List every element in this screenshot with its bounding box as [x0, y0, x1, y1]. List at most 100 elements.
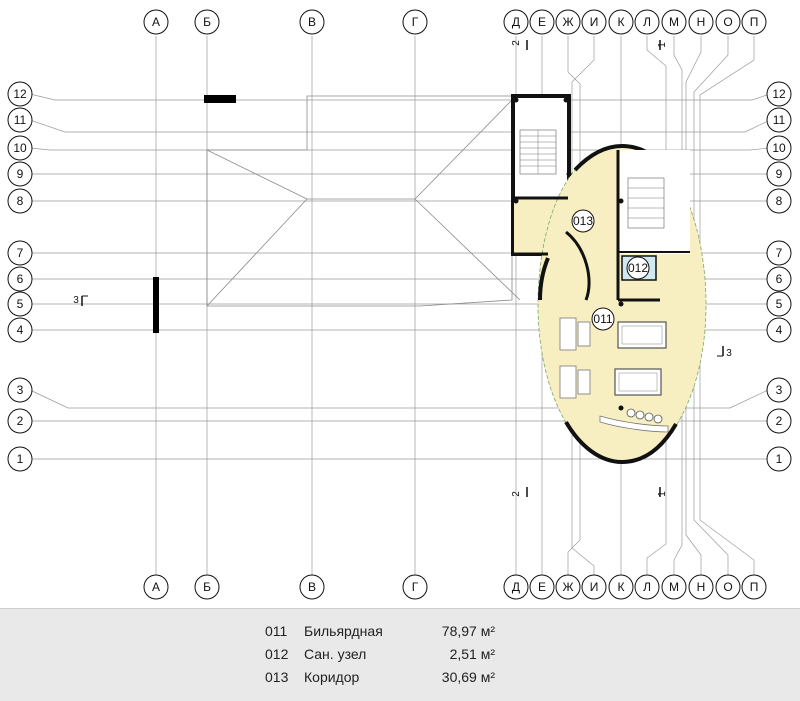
axis-a-top: А — [143, 9, 169, 35]
axis-b-top: Б — [194, 9, 220, 35]
svg-text:А: А — [152, 15, 160, 29]
svg-text:12: 12 — [13, 87, 27, 101]
axis-v-bottom: В — [299, 574, 325, 600]
axis-3-right: 3 — [766, 377, 792, 403]
svg-text:Л: Л — [643, 580, 651, 594]
svg-text:Ж: Ж — [562, 15, 573, 29]
axis-7-left: 7 — [7, 240, 33, 266]
axis-2-right: 2 — [766, 408, 792, 434]
svg-text:4: 4 — [776, 323, 783, 337]
svg-text:Б: Б — [203, 580, 211, 594]
svg-text:Е: Е — [538, 580, 546, 594]
axis-11-left: 11 — [7, 107, 33, 133]
svg-text:4: 4 — [17, 323, 24, 337]
svg-text:5: 5 — [776, 297, 783, 311]
svg-text:Н: Н — [697, 580, 706, 594]
axis-5-left: 5 — [7, 291, 33, 317]
roof-outline — [153, 95, 521, 333]
legend-name: Бильярдная — [304, 623, 383, 639]
axis-m-bottom: М — [661, 574, 687, 600]
svg-text:2: 2 — [17, 414, 24, 428]
legend-area: 78,97 м² — [441, 623, 495, 639]
svg-text:11: 11 — [14, 113, 27, 127]
axis-o-top: О — [715, 9, 741, 35]
svg-text:И: И — [590, 580, 599, 594]
axis-1-left: 1 — [7, 446, 33, 472]
svg-text:1: 1 — [657, 42, 668, 48]
axis-7-right: 7 — [766, 240, 792, 266]
svg-text:Г: Г — [412, 15, 419, 29]
svg-text:Б: Б — [203, 15, 211, 29]
axis-b-bottom: Б — [194, 574, 220, 600]
svg-text:1: 1 — [657, 491, 668, 497]
svg-text:7: 7 — [17, 246, 24, 260]
axis-2-left: 2 — [7, 408, 33, 434]
svg-text:Г: Г — [412, 580, 419, 594]
svg-text:2: 2 — [776, 414, 783, 428]
axis-10-left: 10 — [7, 135, 33, 161]
oval-room — [513, 97, 707, 465]
axis-8-right: 8 — [766, 188, 792, 214]
svg-text:7: 7 — [776, 246, 783, 260]
svg-text:10: 10 — [772, 141, 786, 155]
svg-text:В: В — [308, 580, 316, 594]
axis-6-left: 6 — [7, 266, 33, 292]
axis-d-bottom: Д — [503, 574, 529, 600]
axis-9-left: 9 — [7, 161, 33, 187]
axis-d-top: Д — [503, 9, 529, 35]
svg-text:10: 10 — [13, 141, 27, 155]
legend-row-013: 013 Коридор 30,69 м² — [0, 669, 800, 691]
svg-text:П: П — [750, 15, 759, 29]
legend-row-011: 011 Бильярдная 78,97 м² — [0, 623, 800, 645]
axis-e-bottom: Е — [529, 574, 555, 600]
axis-4-right: 4 — [766, 317, 792, 343]
axis-p-bottom: П — [741, 574, 767, 600]
svg-text:А: А — [152, 580, 160, 594]
svg-text:2: 2 — [511, 491, 522, 497]
svg-text:5: 5 — [17, 297, 24, 311]
svg-text:Ж: Ж — [562, 580, 573, 594]
svg-text:Е: Е — [538, 15, 546, 29]
room-tag-011: 011 — [591, 307, 615, 331]
svg-text:И: И — [590, 15, 599, 29]
legend-code: 013 — [265, 669, 289, 685]
svg-text:О: О — [723, 15, 732, 29]
svg-text:12: 12 — [772, 87, 786, 101]
legend-area: 30,69 м² — [441, 669, 495, 685]
svg-text:Л: Л — [643, 15, 651, 29]
svg-text:3: 3 — [17, 383, 24, 397]
svg-text:В: В — [308, 15, 316, 29]
svg-text:Д: Д — [512, 580, 520, 594]
svg-text:011: 011 — [593, 312, 612, 326]
svg-text:Д: Д — [512, 15, 520, 29]
section-mark-2-top: 2 — [511, 40, 528, 50]
svg-text:6: 6 — [17, 272, 24, 286]
axis-6-right: 6 — [766, 266, 792, 292]
svg-text:К: К — [618, 580, 625, 594]
axis-zh-top: Ж — [555, 9, 581, 35]
svg-text:2: 2 — [511, 40, 522, 46]
svg-text:О: О — [723, 580, 732, 594]
svg-text:6: 6 — [776, 272, 783, 286]
axis-i-bottom: И — [581, 574, 607, 600]
axis-n-bottom: Н — [688, 574, 714, 600]
axis-l-bottom: Л — [634, 574, 660, 600]
axis-1-right: 1 — [766, 446, 792, 472]
room-legend: 011 Бильярдная 78,97 м² 012 Сан. узел 2,… — [0, 608, 800, 701]
svg-text:1: 1 — [776, 452, 783, 466]
axis-12-right: 12 — [766, 81, 792, 107]
legend-code: 012 — [265, 646, 289, 662]
section-mark-2-bottom: 2 — [511, 487, 528, 497]
axis-l-top: Л — [634, 9, 660, 35]
svg-text:013: 013 — [573, 214, 593, 228]
axis-3-left: 3 — [7, 377, 33, 403]
floor-plan-drawing: 013 012 011 2 1 2 1 3 3 А Б В Г Д Е Ж И … — [7, 9, 792, 600]
svg-text:11: 11 — [773, 113, 786, 127]
room-tag-013: 013 — [571, 209, 595, 233]
section-mark-3-right: 3 — [717, 346, 732, 359]
legend-row-012: 012 Сан. узел 2,51 м² — [0, 646, 800, 668]
section-mark-3-left: 3 — [73, 295, 88, 306]
axis-8-left: 8 — [7, 188, 33, 214]
axis-9-right: 9 — [766, 161, 792, 187]
axis-o-bottom: О — [715, 574, 741, 600]
